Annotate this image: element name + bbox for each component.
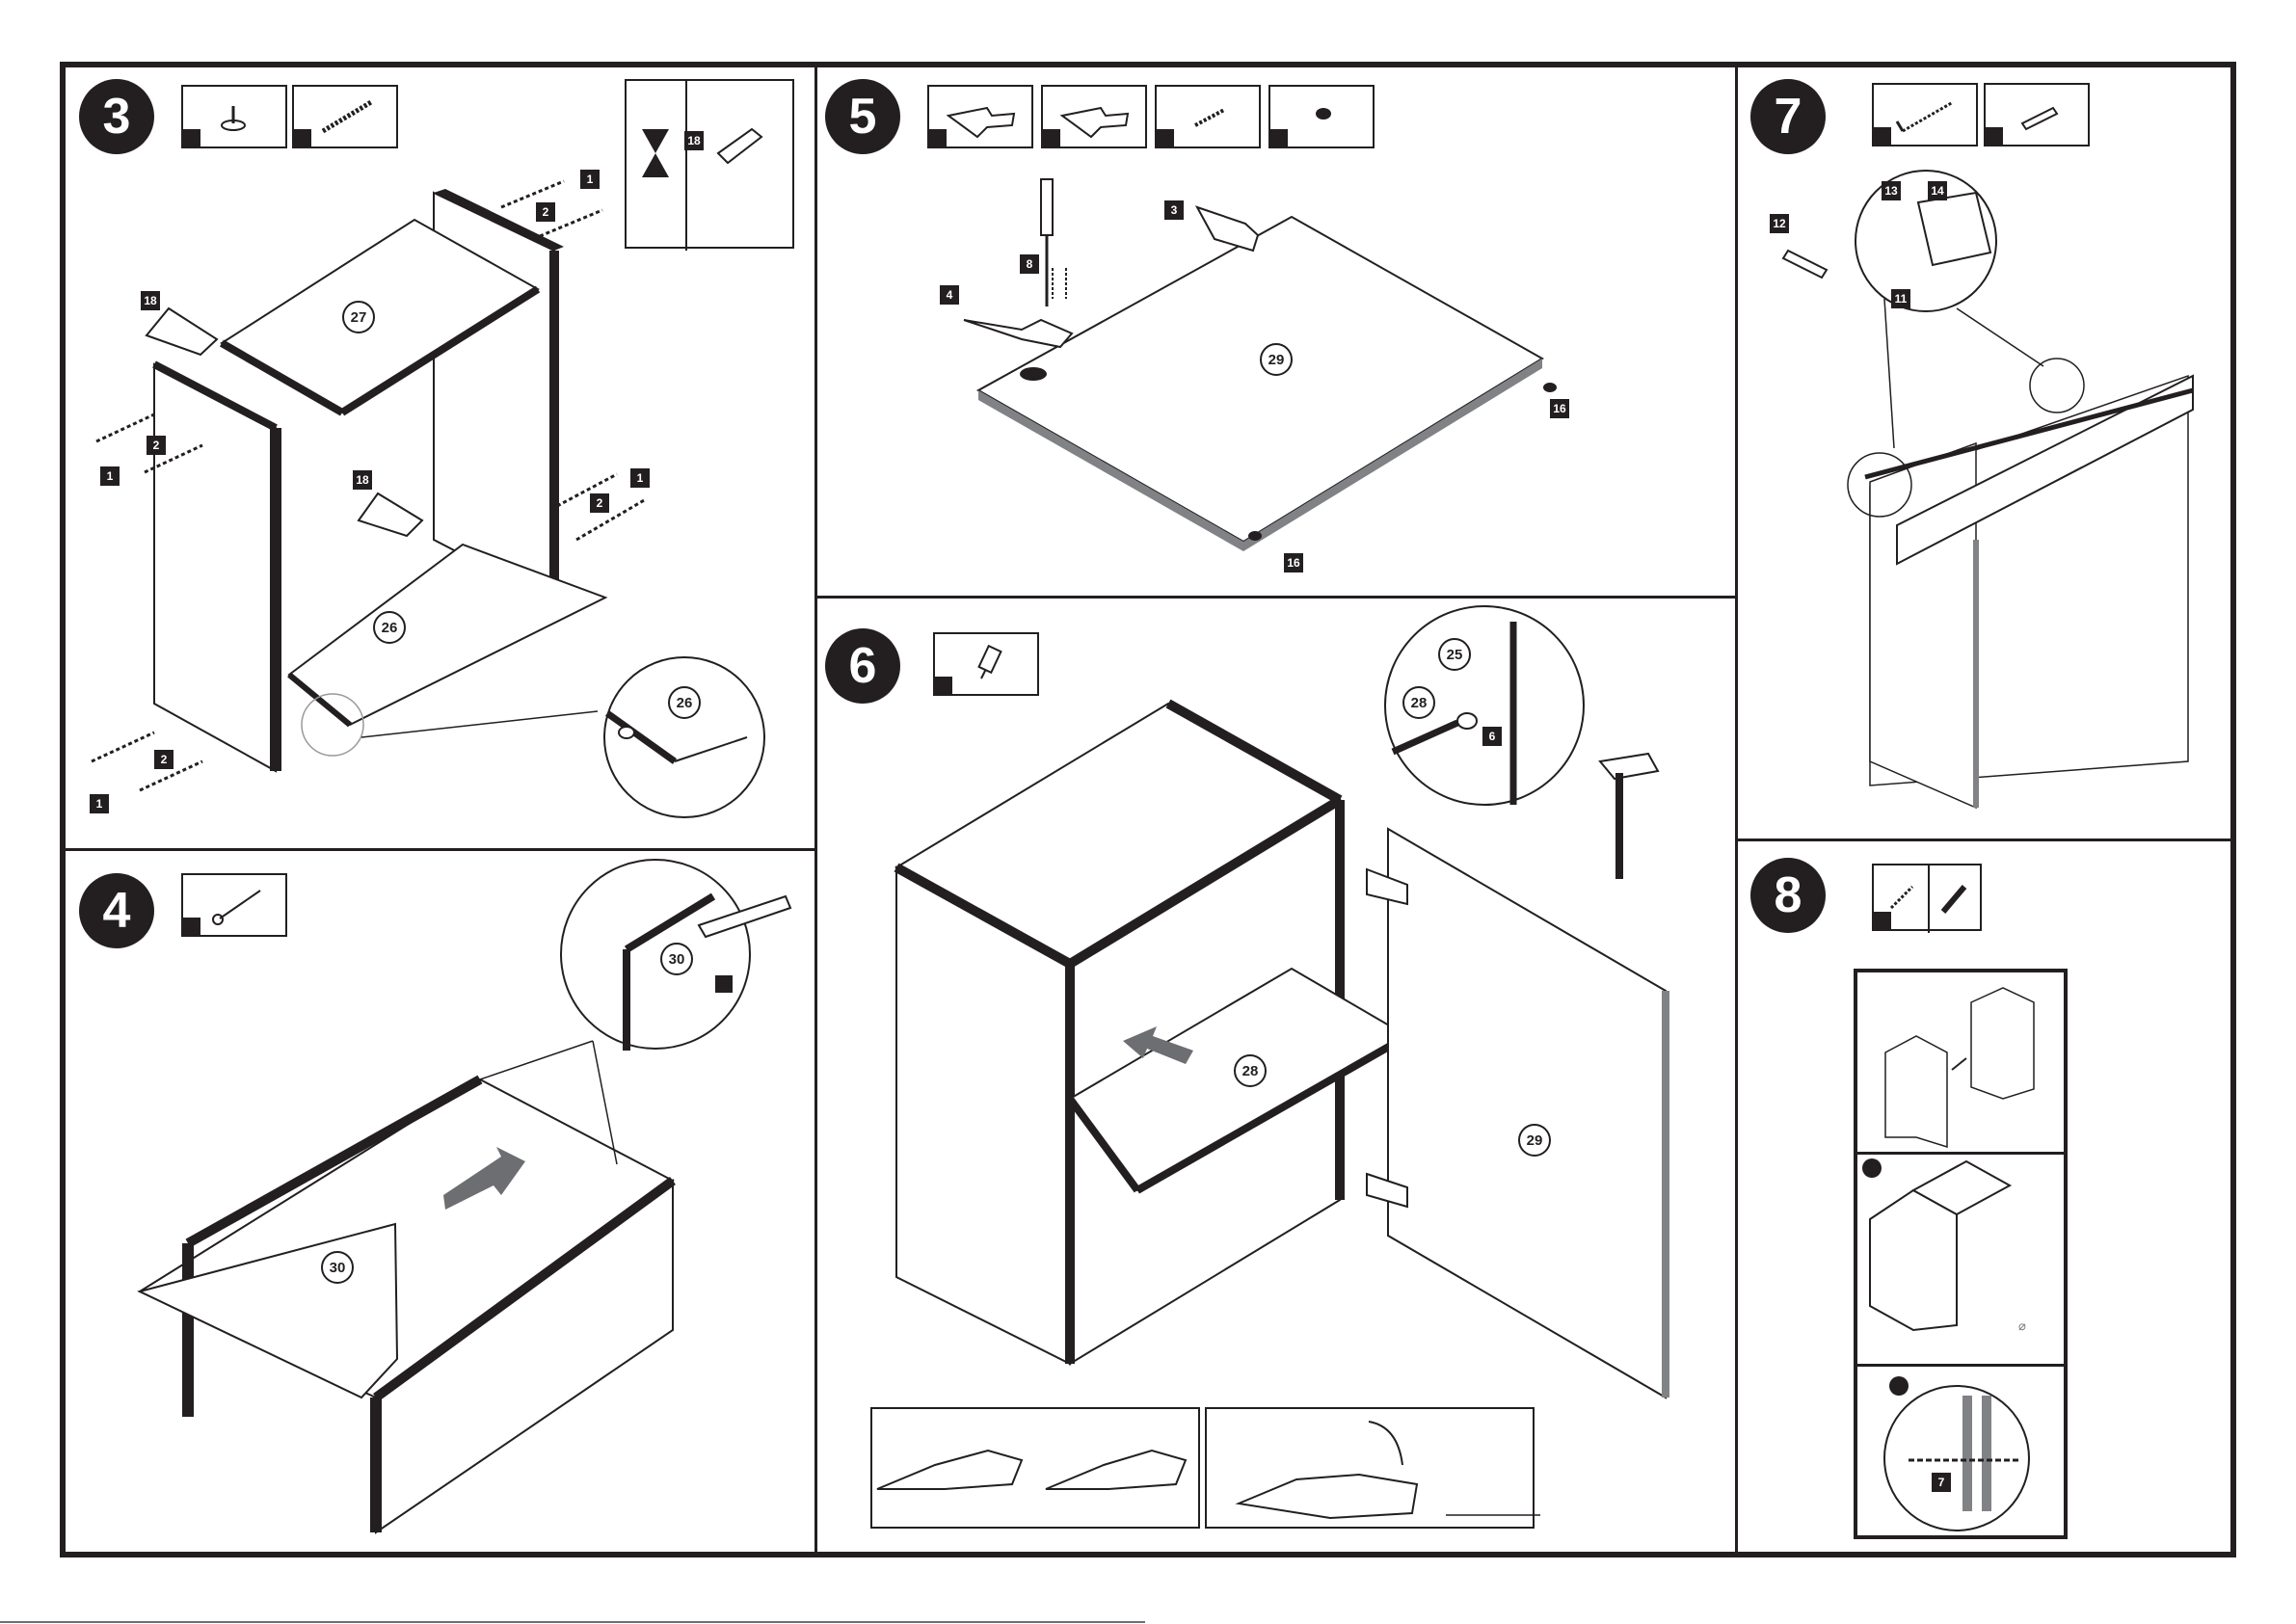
footer-rule — [0, 1621, 1145, 1623]
drill-diameter-symbol: ⌀ — [2018, 1318, 2026, 1334]
screw-callout: 7 — [1932, 1473, 1951, 1492]
step-8-assembly-drawing — [0, 0, 2296, 1561]
